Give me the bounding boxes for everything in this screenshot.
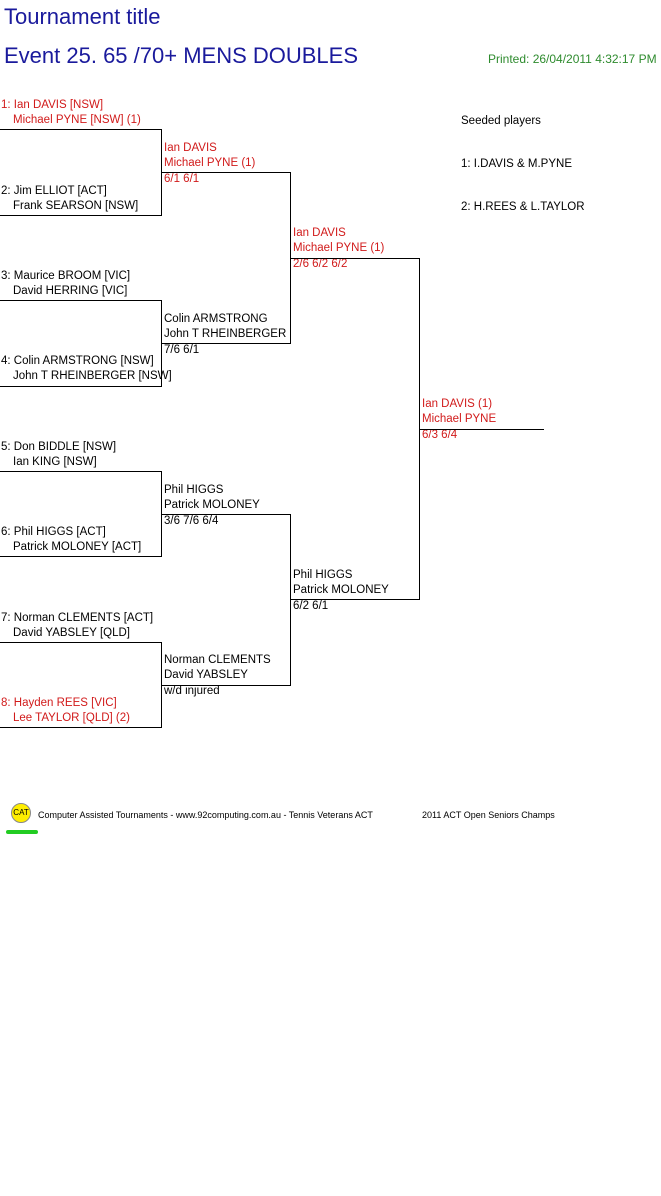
- player-name: John T RHEINBERGER: [164, 328, 287, 340]
- player-name: Patrick MOLONEY: [164, 499, 260, 511]
- player-name: Michael PYNE (1): [293, 242, 385, 254]
- player-name: Patrick MOLONEY [ACT]: [13, 541, 142, 553]
- player-name: Michael PYNE (1): [164, 157, 256, 169]
- player-name: 7: Norman CLEMENTS [ACT]: [1, 612, 154, 624]
- player-name: 1: Ian DAVIS [NSW]: [1, 99, 104, 111]
- player-name: Phil HIGGS: [293, 569, 353, 581]
- player-name: 6: Phil HIGGS [ACT]: [1, 526, 106, 538]
- match-score: 3/6 7/6 6/4: [164, 515, 219, 527]
- bracket-line: [162, 514, 290, 515]
- bracket-line: [0, 727, 161, 728]
- seeded-heading: Seeded players: [461, 115, 541, 127]
- player-name: Ian DAVIS (1): [422, 398, 493, 410]
- player-name: Lee TAYLOR [QLD] (2): [13, 712, 130, 724]
- match-score: 6/1 6/1: [164, 173, 200, 185]
- player-name: Frank SEARSON [NSW]: [13, 200, 139, 212]
- player-name: 4: Colin ARMSTRONG [NSW]: [1, 355, 154, 367]
- player-name: Norman CLEMENTS: [164, 654, 271, 666]
- player-name: Ian KING [NSW]: [13, 456, 97, 468]
- bracket-line: [0, 215, 161, 216]
- seeded-item: 1: I.DAVIS & M.PYNE: [461, 158, 572, 170]
- seeded-item: 2: H.REES & L.TAYLOR: [461, 201, 585, 213]
- bracket-line: [162, 685, 290, 686]
- bracket-line: [162, 172, 290, 173]
- bracket-line: [161, 129, 162, 216]
- bracket-line: [0, 556, 161, 557]
- bracket-line: [161, 300, 162, 387]
- cat-logo-icon: CAT: [11, 803, 31, 823]
- bracket-line: [0, 471, 161, 472]
- bracket-line: [0, 300, 161, 301]
- bracket-line: [291, 599, 419, 600]
- bracket-line: [0, 129, 161, 130]
- match-score: w/d injured: [164, 685, 220, 697]
- bracket-line: [419, 258, 420, 600]
- player-name: Michael PYNE: [422, 413, 497, 425]
- player-name: Patrick MOLONEY: [293, 584, 389, 596]
- match-score: 6/3 6/4: [422, 429, 458, 441]
- event-title: Event 25. 65 /70+ MENS DOUBLES: [4, 43, 359, 68]
- player-name: David HERRING [VIC]: [13, 285, 128, 297]
- bracket-line: [161, 471, 162, 557]
- bracket-line: [290, 172, 291, 344]
- player-name: 5: Don BIDDLE [NSW]: [1, 441, 117, 453]
- player-name: Ian DAVIS: [164, 142, 217, 154]
- player-name: Ian DAVIS: [293, 227, 346, 239]
- player-name: John T RHEINBERGER [NSW]: [13, 370, 172, 382]
- player-name: David YABSLEY: [164, 669, 248, 681]
- bracket-line: [162, 343, 290, 344]
- player-name: Phil HIGGS: [164, 484, 224, 496]
- tournament-title: Tournament title: [4, 4, 161, 29]
- player-name: 2: Jim ELLIOT [ACT]: [1, 185, 107, 197]
- bracket-line: [291, 258, 419, 259]
- bracket-line: [161, 642, 162, 728]
- player-name: 8: Hayden REES [VIC]: [1, 697, 117, 709]
- player-name: 3: Maurice BROOM [VIC]: [1, 270, 131, 282]
- match-score: 7/6 6/1: [164, 344, 200, 356]
- bracket-line: [0, 642, 161, 643]
- logo-underline: [6, 830, 38, 834]
- match-score: 2/6 6/2 6/2: [293, 258, 348, 270]
- bracket-line: [290, 514, 291, 686]
- player-name: Michael PYNE [NSW] (1): [13, 114, 141, 126]
- player-name: David YABSLEY [QLD]: [13, 627, 130, 639]
- bracket-line: [420, 429, 544, 430]
- footer-event-name: 2011 ACT Open Seniors Champs: [422, 810, 555, 820]
- printed-timestamp: Printed: 26/04/2011 4:32:17 PM: [488, 52, 657, 66]
- footer-credit: Computer Assisted Tournaments - www.92co…: [38, 810, 373, 820]
- match-score: 6/2 6/1: [293, 600, 329, 612]
- bracket-line: [0, 386, 161, 387]
- player-name: Colin ARMSTRONG: [164, 313, 268, 325]
